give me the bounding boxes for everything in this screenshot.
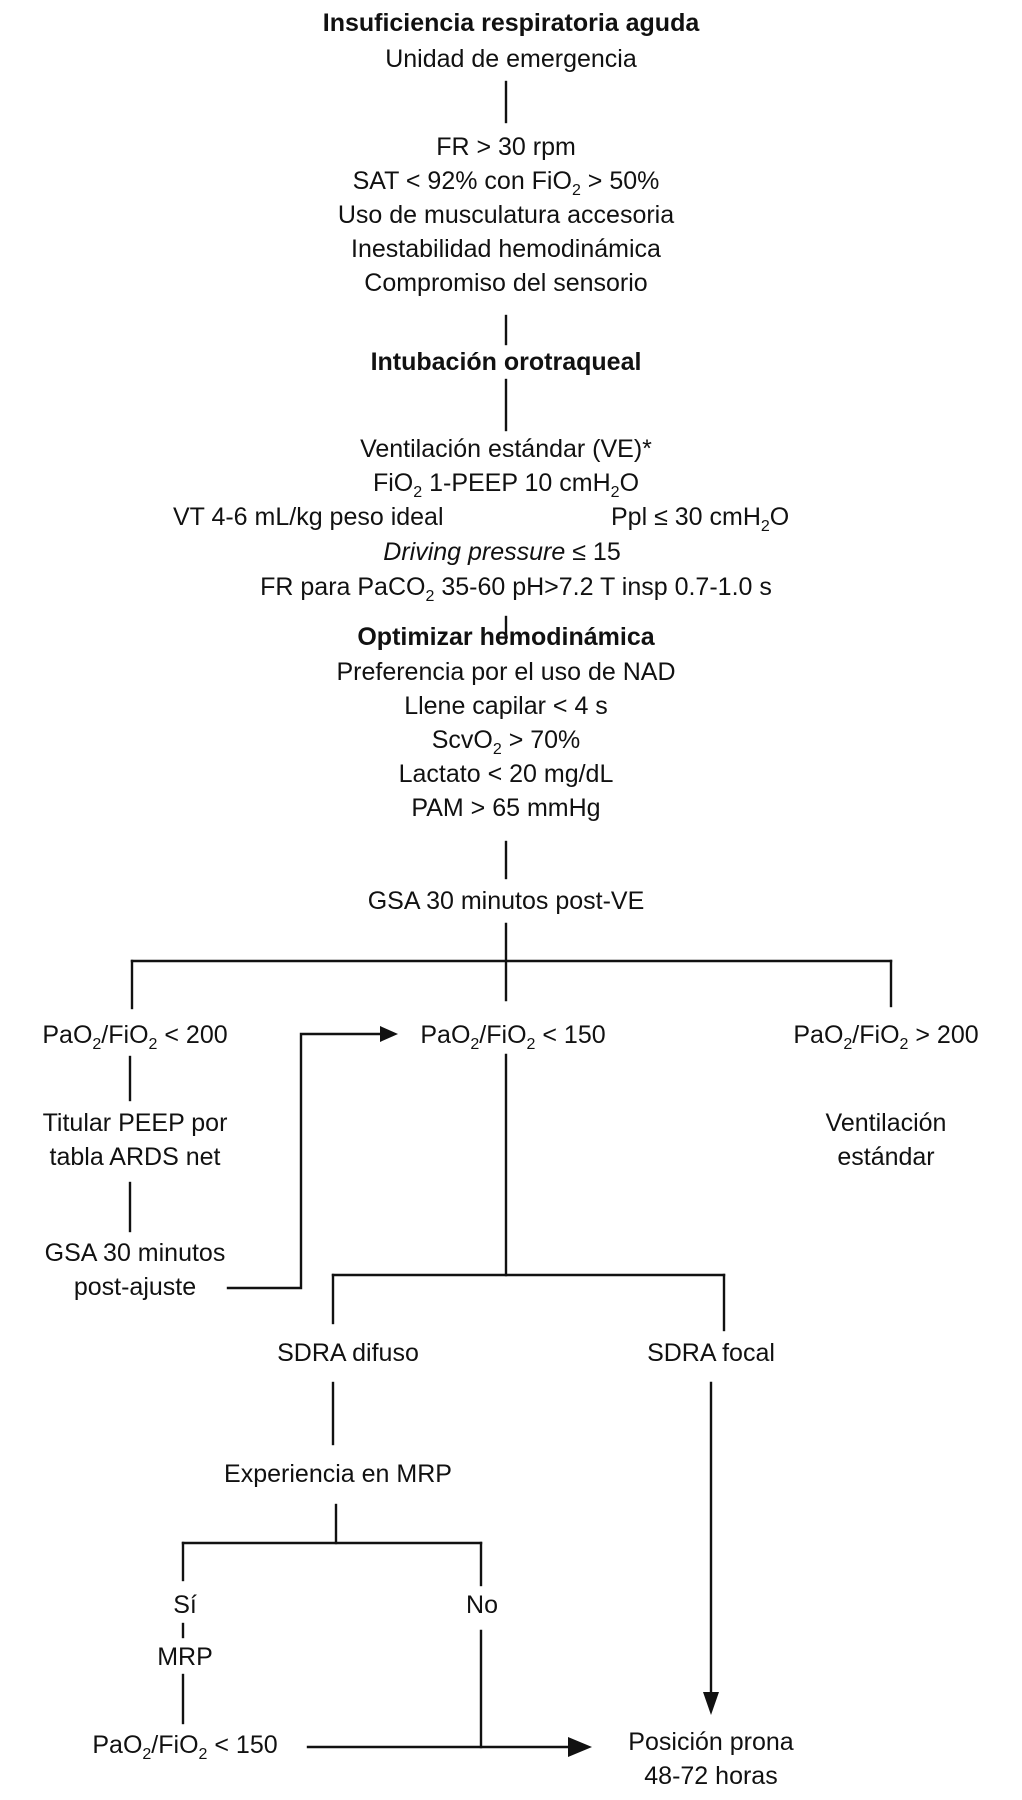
title: Insuficiencia respiratoria aguda: [322, 9, 700, 37]
criteria-item: Uso de musculatura accesoria: [337, 201, 675, 229]
right-action-line: Ventilación: [825, 1109, 947, 1137]
sdra-diffuse: SDRA difuso: [277, 1339, 419, 1367]
mrp-node: MRP: [157, 1643, 213, 1671]
hemodynamics-list: Preferencia por el uso de NAD Llene capi…: [336, 655, 675, 825]
right-condition: PaO2/FiO2 > 200: [793, 1021, 979, 1053]
arrowhead-focal-prone: [703, 1692, 719, 1715]
intubation-node: Intubación orotraqueal: [370, 348, 642, 376]
left-action: Titular PEEP por tabla ARDS net: [43, 1106, 228, 1174]
left-gsa: GSA 30 minutos post-ajuste: [45, 1236, 226, 1304]
arrowhead-to-middle: [380, 1026, 398, 1042]
hemodynamics-item: Preferencia por el uso de NAD: [336, 658, 676, 686]
criteria-item: FR > 30 rpm: [436, 133, 576, 161]
right-action-line: estándar: [837, 1143, 935, 1171]
outcome-line: 48-72 horas: [644, 1762, 778, 1790]
criteria-list: FR > 30 rpm SAT < 92% con FiO2 > 50% Uso…: [338, 130, 674, 300]
ventilation-fr: FR para PaCO2 35-60 pH>7.2 T insp 0.7-1.…: [260, 573, 772, 605]
hemodynamics-item: ScvO2 > 70%: [431, 726, 581, 758]
outcome-line: Posición prona: [628, 1728, 794, 1756]
right-action: Ventilación estándar: [826, 1106, 947, 1174]
hemodynamics-item: PAM > 65 mmHg: [411, 794, 601, 822]
arrowhead-to-prone: [568, 1737, 592, 1757]
left-action-line: Titular PEEP por: [42, 1109, 228, 1137]
hemodynamics-item: Llene capilar < 4 s: [404, 692, 608, 720]
left-action-line: tabla ARDS net: [49, 1143, 221, 1171]
left-gsa-line: post-ajuste: [73, 1273, 197, 1301]
criteria-item: Inestabilidad hemodinámica: [351, 235, 661, 263]
answer-yes: Sí: [173, 1591, 197, 1619]
hemodynamics-heading: Optimizar hemodinámica: [357, 623, 655, 651]
ventilation-fio2-peep: FiO2 1-PEEP 10 cmH2O: [372, 469, 640, 501]
ventilation-driving: Driving pressure ≤ 15: [383, 535, 620, 569]
driving-pressure-value: ≤ 15: [572, 538, 621, 566]
middle-condition: PaO2/FiO2 < 150: [420, 1021, 606, 1053]
answer-no: No: [466, 1591, 498, 1619]
criteria-item: Compromiso del sensorio: [364, 269, 648, 297]
driving-pressure-label: Driving pressure: [383, 538, 566, 566]
post-mrp-condition: PaO2/FiO2 < 150: [92, 1731, 278, 1763]
sdra-focal: SDRA focal: [647, 1339, 775, 1367]
ventilation-heading: Ventilación estándar (VE)*: [360, 435, 652, 463]
hemodynamics-item: Lactato < 20 mg/dL: [398, 760, 614, 788]
subtitle: Unidad de emergencia: [385, 45, 637, 73]
left-condition: PaO2/FiO2 < 200: [42, 1021, 228, 1053]
ventilation-ppl: Ppl ≤ 30 cmH2O: [611, 503, 790, 535]
outcome-prone: Posición prona 48-72 horas: [628, 1725, 793, 1793]
criteria-item: SAT < 92% con FiO2 > 50%: [352, 167, 660, 199]
left-gsa-line: GSA 30 minutos: [44, 1239, 226, 1267]
gsa-post-ve: GSA 30 minutos post-VE: [367, 887, 645, 915]
connector-post-ajuste-to-middle: [226, 1032, 382, 1290]
experience-mrp: Experiencia en MRP: [224, 1460, 452, 1488]
ventilation-vt: VT 4-6 mL/kg peso ideal: [173, 503, 444, 531]
